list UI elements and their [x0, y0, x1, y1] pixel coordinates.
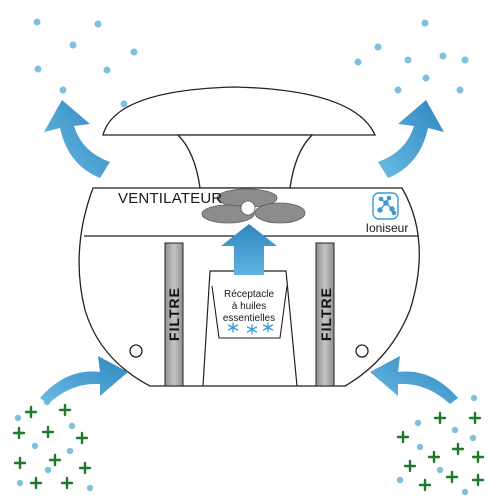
- ionizer: Ioniseur: [366, 192, 409, 235]
- clean-air-particles: [33, 18, 469, 108]
- snowflake-icon: [227, 322, 274, 335]
- intake-arrow-right: [370, 356, 458, 404]
- filter-left-label: FILTRE: [166, 287, 182, 341]
- filter-right: FILTRE: [315, 242, 335, 387]
- top-dome: [102, 86, 377, 189]
- receptacle-label-line1: Réceptacle: [224, 289, 274, 300]
- filter-right-label: FILTRE: [318, 287, 334, 341]
- internal-airflow-arrow: [221, 224, 277, 275]
- polluted-air-particles: [12, 394, 485, 496]
- molecule-icon: [372, 192, 399, 220]
- receptacle-label-line3: essentielles: [223, 313, 275, 324]
- ionizer-label: Ioniseur: [366, 221, 409, 235]
- intake-arrow-left: [40, 356, 128, 404]
- outflow-arrow-left: [44, 100, 110, 178]
- outflow-arrow-right: [378, 100, 444, 178]
- receptacle-label-line2: à huiles: [232, 301, 266, 312]
- fan-label: VENTILATEUR: [118, 190, 222, 207]
- filter-left: FILTRE: [164, 242, 184, 387]
- fan-icon: [201, 188, 306, 224]
